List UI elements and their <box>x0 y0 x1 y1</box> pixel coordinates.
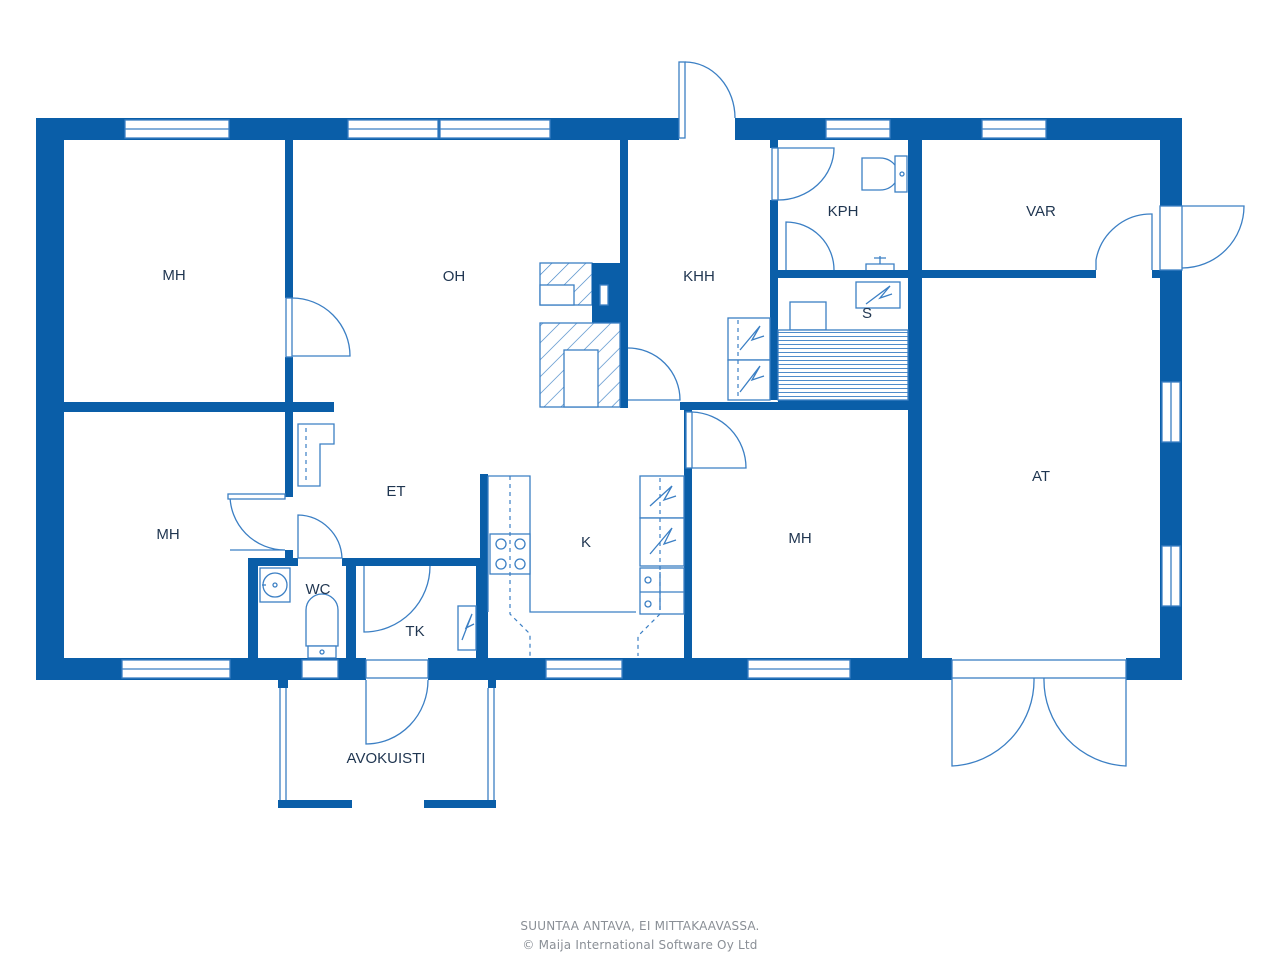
fireplace <box>539 262 621 408</box>
room-label-mh-top-left: MH <box>162 267 185 284</box>
sauna-fixtures <box>777 281 909 401</box>
room-label-s: S <box>862 305 872 322</box>
room-label-et: ET <box>386 483 405 500</box>
interior-walls <box>64 140 1160 660</box>
entrance-closet <box>297 423 335 487</box>
room-label-mh-bottom-left: MH <box>156 526 179 543</box>
room-label-wc: WC <box>306 581 331 598</box>
porch <box>278 680 496 808</box>
doors <box>227 61 1245 767</box>
khh-fixtures <box>727 317 771 401</box>
room-label-mh-middle: MH <box>788 530 811 547</box>
room-label-tk: TK <box>405 623 424 640</box>
tk-fixture <box>457 605 477 651</box>
windows <box>121 119 1181 679</box>
room-label-var: VAR <box>1026 203 1056 220</box>
wc-fixtures <box>259 567 339 659</box>
room-label-oh: OH <box>443 268 466 285</box>
copyright-text: © Maija International Software Oy Ltd <box>522 938 758 952</box>
kph-fixtures <box>861 155 908 270</box>
room-label-khh: KHH <box>683 268 715 285</box>
room-label-avokuisti: AVOKUISTI <box>347 750 426 767</box>
kitchen-fixtures <box>487 475 685 656</box>
room-labels: MH OH KHH KPH VAR S MH ET K MH AT WC TK … <box>156 203 1056 767</box>
room-label-k: K <box>581 534 591 551</box>
room-label-kph: KPH <box>828 203 859 220</box>
room-label-at: AT <box>1032 468 1050 485</box>
disclaimer-text: SUUNTAA ANTAVA, EI MITTAKAAVASSA. <box>520 919 760 933</box>
